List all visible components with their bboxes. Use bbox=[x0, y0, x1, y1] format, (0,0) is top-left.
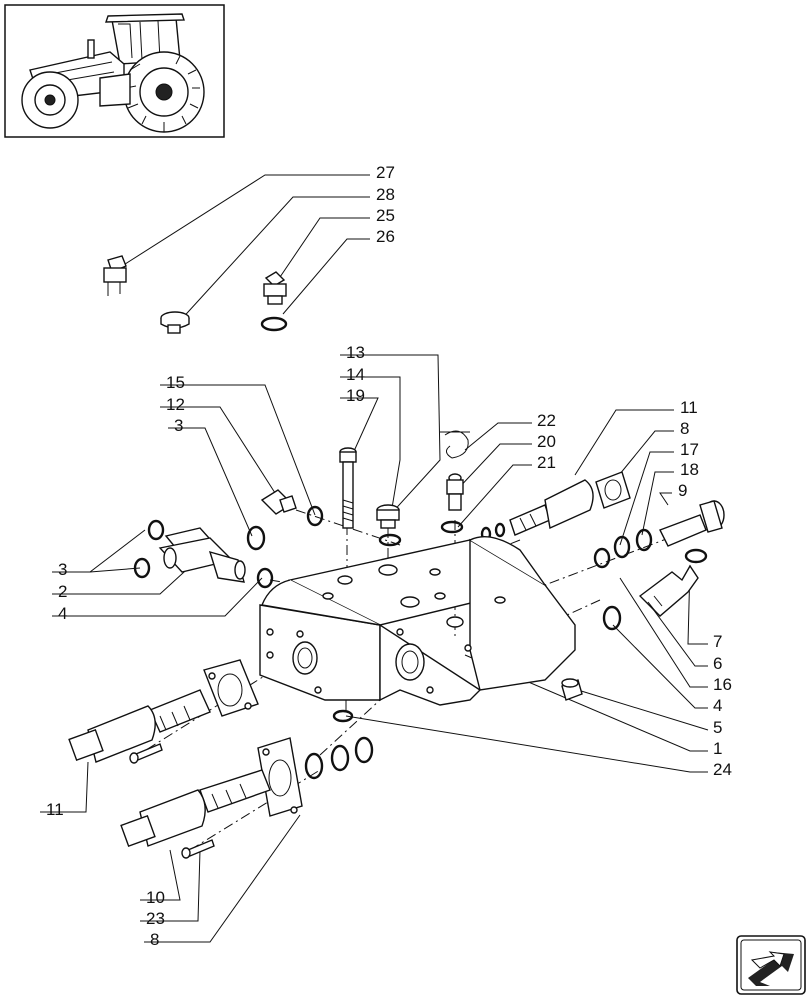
part-seals-bottom-row bbox=[304, 736, 374, 780]
callout-8-bottom: 8 bbox=[150, 930, 159, 949]
part-22-clip bbox=[440, 430, 470, 459]
callout-4-left: 4 bbox=[58, 604, 67, 623]
callout-27: 27 bbox=[376, 163, 395, 182]
leader-lines bbox=[40, 174, 709, 943]
part-screw-left bbox=[129, 743, 163, 764]
part-11-solenoid-right bbox=[509, 479, 594, 536]
part-21-o-ring bbox=[440, 520, 464, 534]
tractor-thumbnail-icon[interactable] bbox=[4, 4, 225, 138]
callout-15: 15 bbox=[166, 373, 185, 392]
callout-1: 1 bbox=[713, 739, 722, 758]
callout-21: 21 bbox=[537, 453, 556, 472]
callout-24: 24 bbox=[713, 760, 732, 779]
part-18-o-ring bbox=[635, 528, 653, 552]
part-15-o-ring bbox=[306, 505, 324, 527]
callout-6: 6 bbox=[713, 654, 722, 673]
callout-11-bottom: 11 bbox=[46, 800, 64, 819]
callout-16: 16 bbox=[713, 675, 732, 694]
next-page-arrow-icon[interactable] bbox=[736, 935, 806, 995]
callout-2: 2 bbox=[58, 582, 67, 601]
callout-14: 14 bbox=[346, 365, 365, 384]
part-5-sleeve bbox=[561, 678, 583, 701]
part-11-solenoid-left bbox=[68, 689, 211, 763]
callout-8-top: 8 bbox=[680, 419, 689, 438]
callout-12: 12 bbox=[166, 395, 185, 414]
part-8-gasket-bottom bbox=[257, 737, 303, 817]
callout-9: 9 bbox=[678, 481, 687, 500]
part-6-elbow-fitting bbox=[638, 564, 699, 617]
part-14-plug bbox=[376, 504, 400, 529]
part-20-connector bbox=[446, 473, 464, 511]
callout-13: 13 bbox=[346, 343, 365, 362]
part-2-tee-fitting bbox=[158, 527, 246, 583]
callout-3-left: 3 bbox=[58, 560, 67, 579]
part-28-plug bbox=[160, 311, 190, 334]
part-8-gasket-right bbox=[595, 471, 631, 509]
part-3-o-ring-c bbox=[246, 525, 266, 551]
part-16-o-ring bbox=[593, 547, 611, 569]
part-27-pressure-switch bbox=[103, 255, 127, 296]
callout-7: 7 bbox=[713, 632, 722, 651]
callout-26: 26 bbox=[376, 227, 395, 246]
part-7-o-ring bbox=[684, 548, 708, 564]
part-19-bolt bbox=[339, 447, 357, 529]
part-8-gasket-left bbox=[203, 659, 259, 717]
part-4-o-ring-right bbox=[602, 605, 622, 631]
part-23-screw bbox=[181, 839, 215, 859]
part-17-o-ring bbox=[613, 535, 631, 559]
callout-19: 19 bbox=[346, 386, 365, 405]
callout-22: 22 bbox=[537, 411, 556, 430]
part-25-adapter bbox=[263, 271, 287, 305]
callout-3-top: 3 bbox=[174, 416, 183, 435]
part-26-washer bbox=[260, 316, 288, 332]
callout-28: 28 bbox=[376, 185, 395, 204]
part-12-plug bbox=[260, 489, 297, 515]
callout-11-top: 11 bbox=[680, 398, 698, 417]
part-1-valve-body bbox=[259, 536, 576, 706]
part-9-spool-end bbox=[659, 500, 725, 547]
callout-labels: 27 28 25 26 13 14 19 15 12 3 22 20 21 11… bbox=[46, 163, 732, 949]
callout-4-right: 4 bbox=[713, 696, 722, 715]
callout-5: 5 bbox=[713, 718, 722, 737]
callout-17: 17 bbox=[680, 440, 699, 459]
callout-10: 10 bbox=[146, 888, 165, 907]
callout-18: 18 bbox=[680, 460, 699, 479]
callout-20: 20 bbox=[537, 432, 556, 451]
callout-25: 25 bbox=[376, 206, 395, 225]
callout-23: 23 bbox=[146, 909, 165, 928]
part-24-o-ring bbox=[332, 709, 354, 723]
part-3-o-ring-a bbox=[147, 519, 165, 541]
part-13-o-ring bbox=[378, 533, 402, 547]
part-10-solenoid bbox=[120, 769, 271, 848]
part-3-o-ring-b bbox=[133, 557, 151, 579]
part-4-o-ring-left bbox=[256, 567, 274, 589]
